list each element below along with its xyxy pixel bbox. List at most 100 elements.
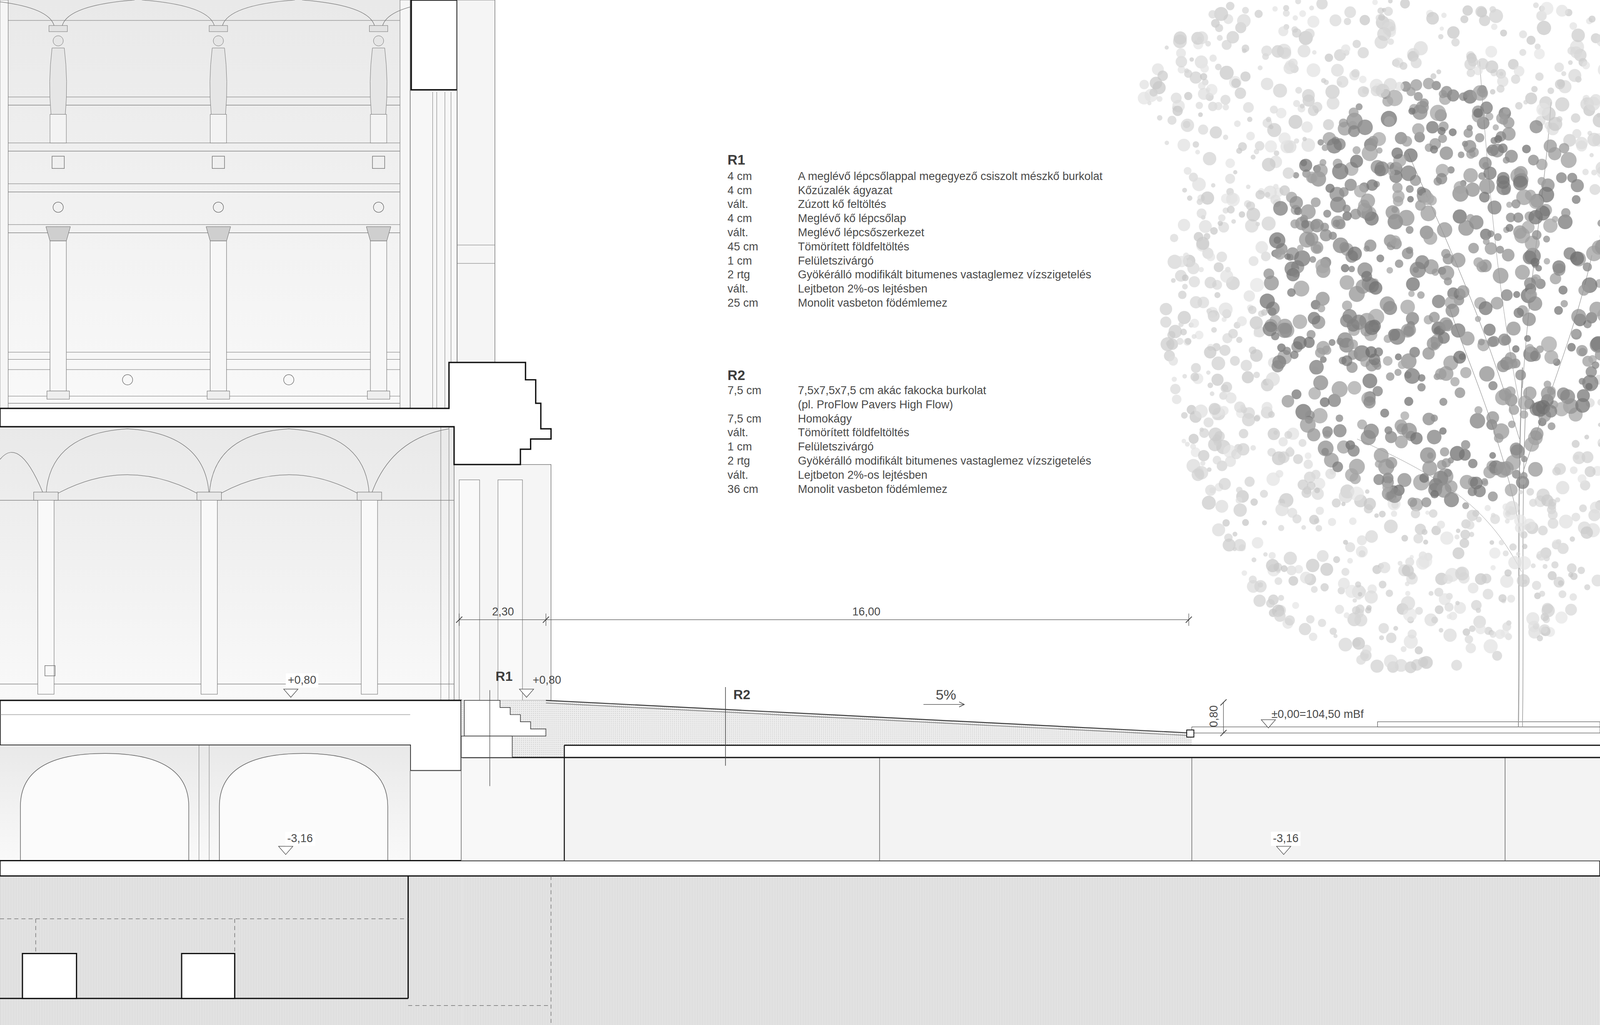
foliage-dot <box>1379 296 1395 312</box>
foliage-dot <box>1347 381 1362 395</box>
foliage-dot <box>1428 509 1438 518</box>
foliage-dot <box>1139 80 1150 90</box>
caryatid-pedestal <box>210 114 227 143</box>
foliage-dot <box>1376 254 1385 263</box>
foliage-dot <box>1378 622 1389 634</box>
foliage-dot <box>1487 336 1498 348</box>
foliage-dot <box>1519 410 1529 419</box>
foliage-dot <box>1450 377 1460 387</box>
foliage-dot <box>1363 504 1373 514</box>
foliage-dot <box>1200 64 1210 73</box>
foliage-dot <box>1597 398 1600 406</box>
ramp-fill <box>461 700 1192 758</box>
foliage-dot <box>1317 304 1326 313</box>
foliage-dot <box>1365 346 1377 358</box>
foliage-dot <box>1398 210 1415 227</box>
foliage-dot <box>1490 297 1504 310</box>
foliage-dot <box>1557 387 1570 401</box>
foliage-dot <box>1441 12 1447 18</box>
foliage-dot <box>1589 184 1600 195</box>
foliage-dot <box>1331 498 1341 508</box>
foundation-dashed <box>35 918 36 954</box>
cornice-line <box>0 150 410 152</box>
foliage-dot <box>1589 152 1594 158</box>
foliage-dot <box>1332 219 1340 228</box>
garage-wall-line <box>563 745 565 861</box>
foliage-dot <box>1365 530 1378 543</box>
foliage-dot <box>1493 423 1510 440</box>
foliage-dot <box>1513 307 1525 318</box>
facade-roundel <box>373 202 384 213</box>
foliage-dot <box>1426 12 1439 25</box>
foliage-dot <box>1218 214 1226 222</box>
foliage-dot <box>1507 420 1516 428</box>
foliage-dot <box>1290 219 1300 229</box>
foliage-dot <box>1293 280 1310 297</box>
foliage-dot <box>1317 618 1327 628</box>
foliage-dot <box>1596 112 1600 118</box>
foliage-dot <box>1311 469 1321 479</box>
foliage-dot <box>1253 330 1261 338</box>
foliage-dot <box>1325 84 1340 99</box>
foliage-dot <box>1519 30 1528 39</box>
foliage-dot <box>1490 512 1496 518</box>
foliage-dot <box>1230 355 1240 366</box>
foliage-dot <box>1404 397 1414 407</box>
foliage-dot <box>1454 534 1460 540</box>
foliage-dot <box>1278 132 1291 145</box>
foliage-dot <box>1206 370 1211 375</box>
foliage-dot <box>1441 319 1454 332</box>
layer-description: Lejtbeton 2%-os lejtésben <box>797 282 928 297</box>
foliage-dot <box>1433 327 1441 335</box>
foliage-dot <box>1331 215 1345 230</box>
foliage-dot <box>1343 17 1352 26</box>
foliage-dot <box>1489 452 1496 459</box>
foliage-dot <box>1554 305 1563 315</box>
foliage-dot <box>1462 628 1470 636</box>
foliage-dot <box>1348 107 1359 118</box>
foliage-dot <box>1190 372 1200 382</box>
foliage-dot <box>1525 343 1535 353</box>
layer-description: Zúzott kő feltöltés <box>797 197 887 212</box>
window-line <box>432 92 433 409</box>
foliage-dot <box>1540 626 1551 637</box>
facade-roundel <box>52 202 63 213</box>
section-cut-line <box>725 687 726 766</box>
foliage-dot <box>1540 626 1548 634</box>
foundation-dashed <box>408 1005 552 1006</box>
foliage-dot <box>1392 196 1404 207</box>
foliage-dot <box>1584 584 1590 590</box>
foliage-dot <box>1399 62 1408 70</box>
garage-space <box>564 757 1600 861</box>
layer-thickness: 2 rtg <box>727 454 750 469</box>
foliage-dot <box>1222 519 1230 527</box>
foliage-dot <box>1555 480 1570 495</box>
foliage-dot <box>1268 552 1276 560</box>
foliage-dot <box>1319 159 1327 167</box>
foliage-dot <box>1238 211 1245 218</box>
foliage-dot <box>1426 120 1439 134</box>
foliage-dot <box>1569 22 1578 30</box>
layer-description: 7,5x7,5x7,5 cm akác fakocka burkolat (pl… <box>797 383 996 413</box>
foliage-dot <box>1188 276 1200 288</box>
foliage-dot <box>1421 497 1432 508</box>
foliage-dot <box>1543 257 1550 265</box>
layer-thickness: 2 rtg <box>727 267 750 283</box>
foliage-dot <box>1434 605 1444 615</box>
layer-thickness: vált. <box>727 468 749 483</box>
foliage-dot <box>1379 562 1391 574</box>
foliage-dot <box>1329 627 1337 635</box>
foliage-dot <box>1527 462 1543 477</box>
foliage-dot <box>1530 427 1544 441</box>
dimension-tick <box>1220 699 1227 706</box>
foliage-dot <box>1187 262 1200 275</box>
paving <box>1191 727 1600 734</box>
impost-line <box>0 500 455 501</box>
foliage-dot <box>1558 142 1570 154</box>
cornice-line <box>0 191 410 193</box>
arch-opening <box>20 753 189 861</box>
foliage-dot <box>1177 218 1191 232</box>
foliage-dot <box>1301 525 1306 530</box>
column-capital <box>206 226 231 241</box>
